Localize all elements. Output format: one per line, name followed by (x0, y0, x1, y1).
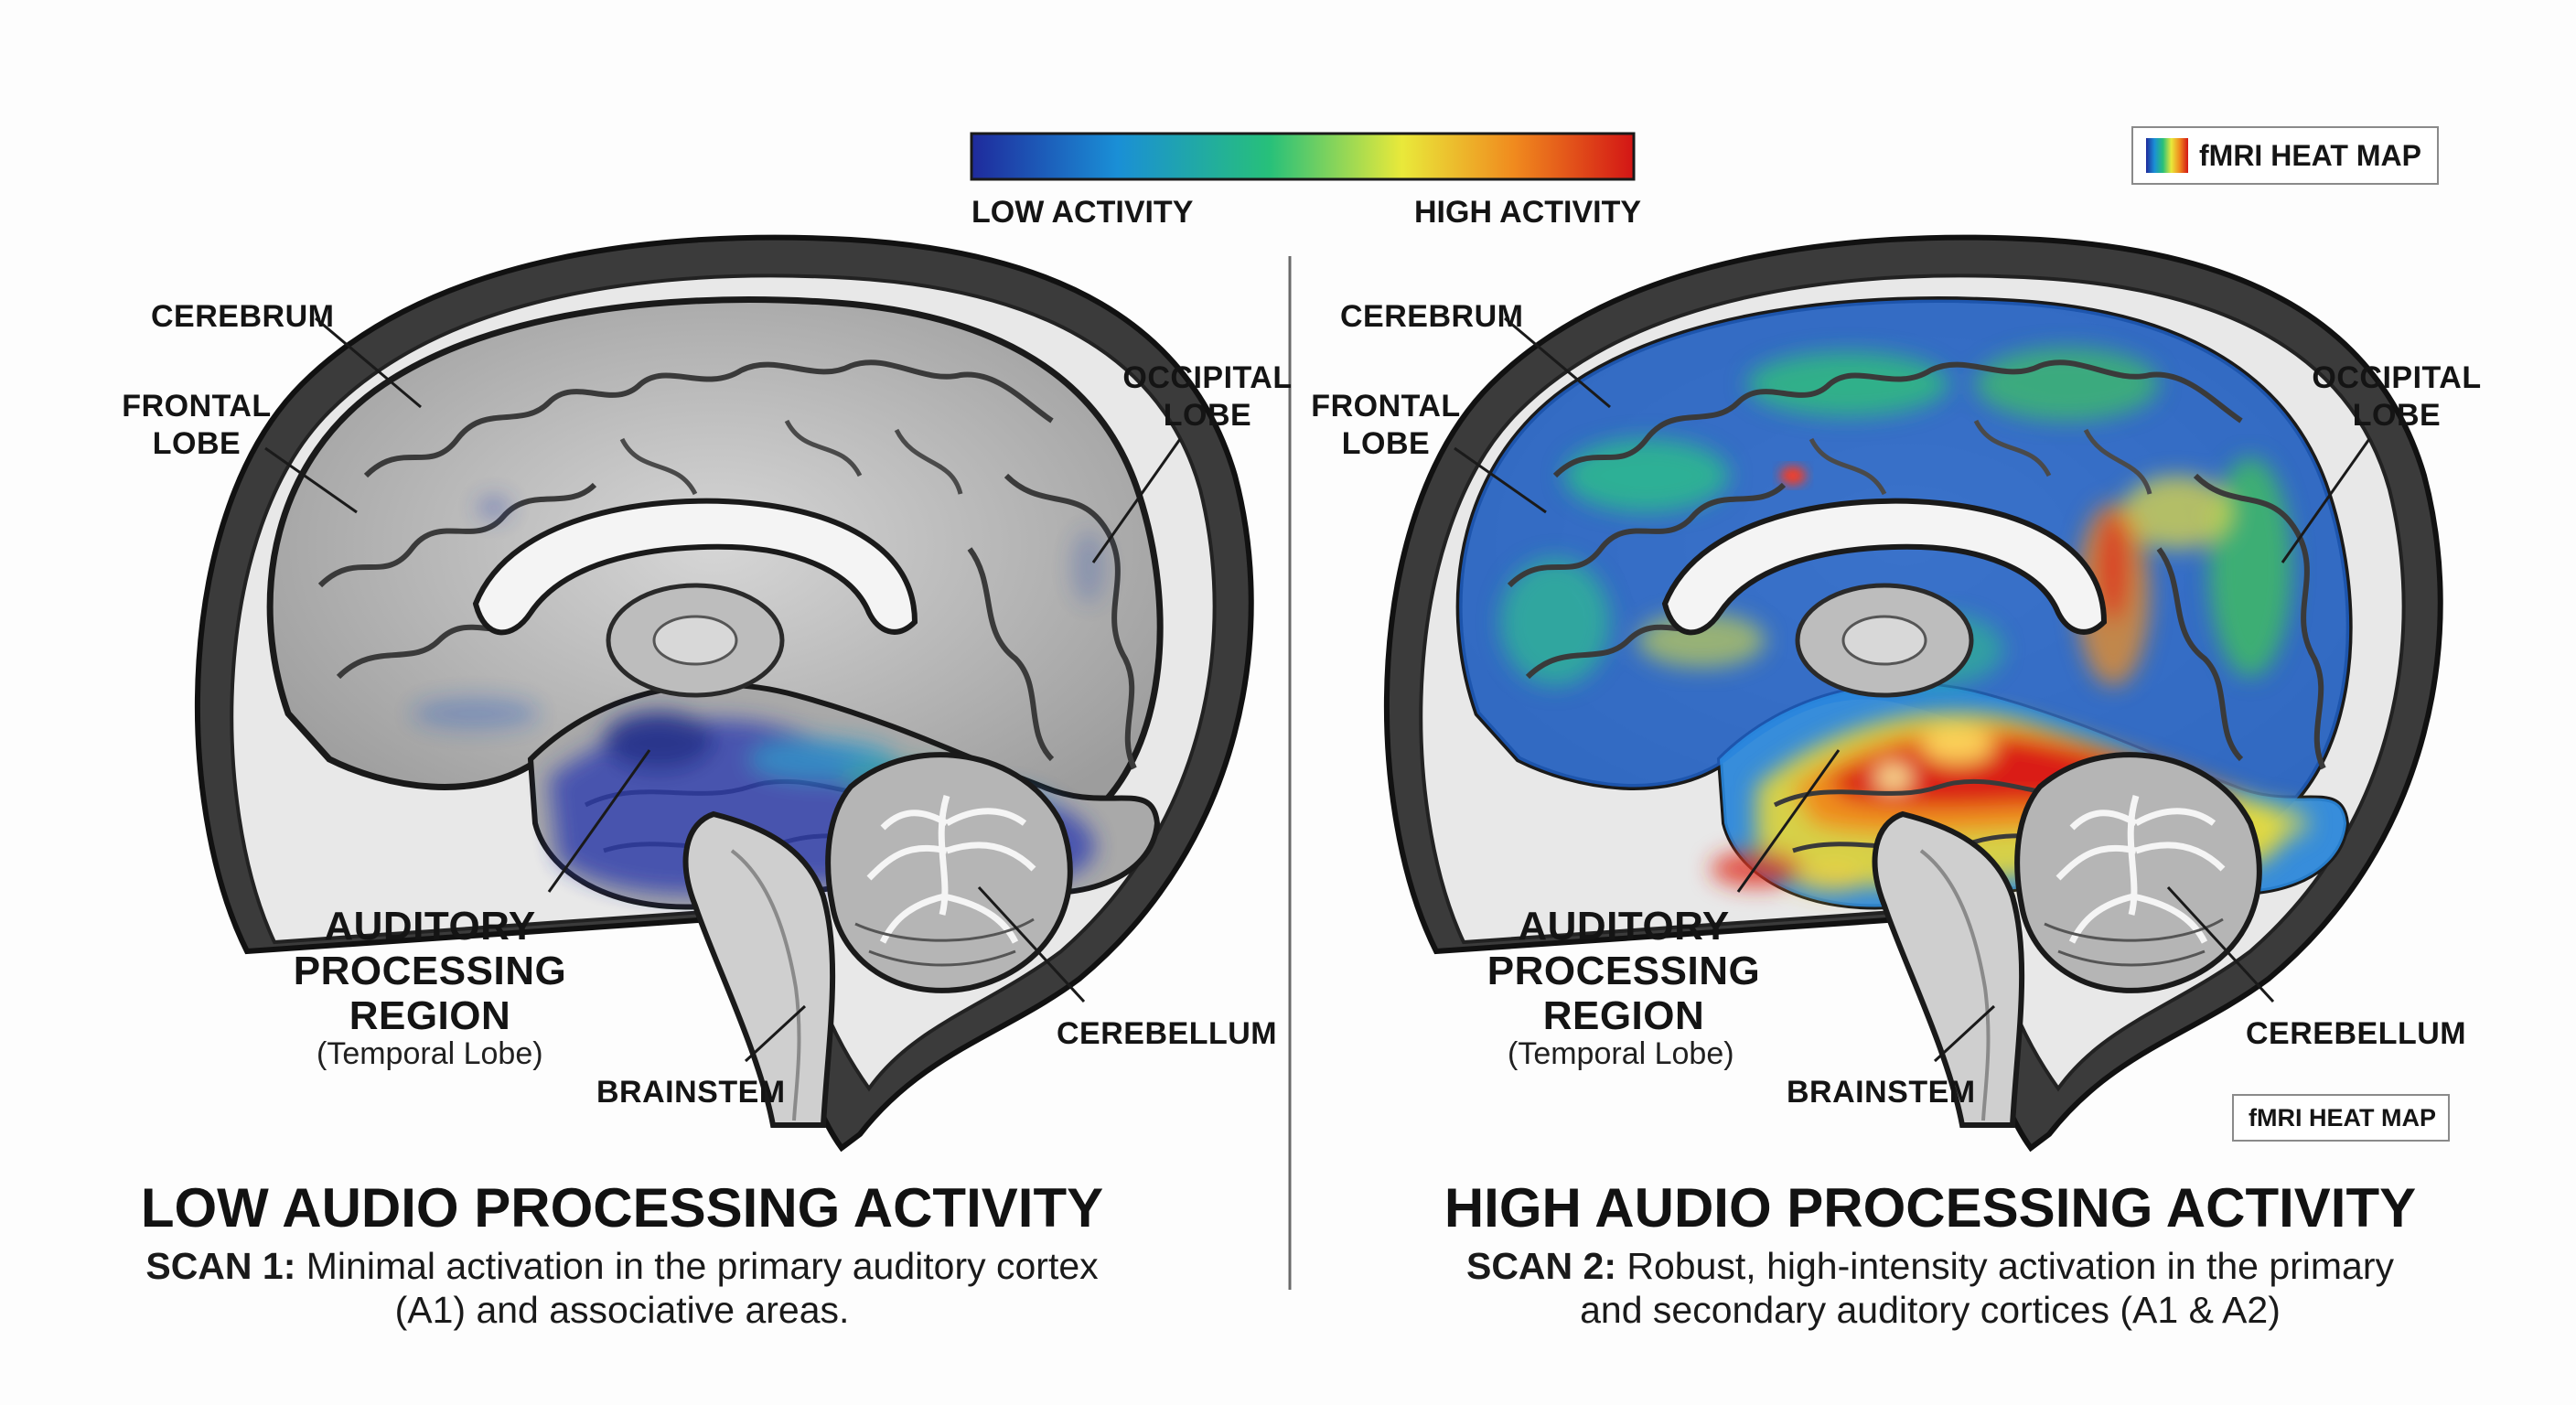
scan2-line-cerebrum (1504, 316, 1611, 409)
scan2-label-occipital-line1: OCCIPITAL (2312, 360, 2482, 395)
scan1-label-temporal-lobe: (Temporal Lobe) (317, 1036, 543, 1071)
scan2-label-temporal-lobe: (Temporal Lobe) (1508, 1036, 1734, 1071)
scan1-line-brainstem (744, 1004, 807, 1063)
scan2-desc-text1: Robust, high-intensity activation in the… (1616, 1245, 2395, 1287)
colorscale-high-label: HIGH ACTIVITY (1414, 195, 1642, 230)
scan2-label-cerebellum: CEREBELLUM (2246, 1016, 2467, 1051)
scan1-line-occipital (1091, 438, 1182, 563)
scan1-label-cerebellum: CEREBELLUM (1057, 1016, 1278, 1051)
scan1-label-frontal-line1: FRONTAL (122, 389, 272, 424)
scan1-label-auditory-line2: PROCESSING (293, 949, 567, 993)
scan2-label-occipital-line2: LOBE (2352, 398, 2442, 433)
scan1-line-auditory (547, 749, 651, 893)
scan1-label-brainstem: BRAINSTEM (596, 1075, 786, 1110)
scan2-label-auditory-line3: REGION (1542, 993, 1705, 1038)
fmri-legend-badge: fMRI HEAT MAP (2131, 126, 2439, 185)
scan1-line-cerebrum (315, 316, 422, 409)
scan2-label-brainstem: BRAINSTEM (1787, 1075, 1976, 1110)
color-gradient-swatch-icon (2146, 138, 2188, 173)
scan1-brain (198, 238, 1251, 1148)
scan2-description-line2: and secondary auditory cortices (A1 & A2… (1580, 1289, 2281, 1331)
scan1-label-auditory-line3: REGION (349, 993, 511, 1038)
scan1-label-cerebrum: CEREBRUM (151, 299, 335, 334)
scan1-leader-lines (264, 316, 1182, 1063)
scan2-leader-lines (1454, 316, 2371, 1063)
scan1-label-auditory-line1: AUDITORY (324, 904, 536, 949)
scan2-line-brainstem (1933, 1004, 1996, 1063)
scan1-line-cerebellum (977, 885, 1086, 1003)
scan1-label-occipital-line2: LOBE (1163, 398, 1252, 433)
scan2-label-auditory-region: AUDITORY PROCESSING REGION (1477, 904, 1770, 1038)
scan2-line-frontal (1454, 446, 1547, 514)
scan1-label-frontal-line2: LOBE (152, 426, 242, 461)
fmri-legend-badge-text: fMRI HEAT MAP (2199, 139, 2421, 172)
scan1-line-frontal (264, 446, 358, 514)
scan2-label-frontal-line1: FRONTAL (1311, 389, 1461, 424)
scan2-label-cerebrum: CEREBRUM (1340, 299, 1524, 334)
scan2-line-occipital (2281, 438, 2371, 563)
scan1-desc-text1: Minimal activation in the primary audito… (295, 1245, 1099, 1287)
scan2-brain (1387, 238, 2441, 1148)
scan1-description-line2: (A1) and associative areas. (394, 1289, 850, 1331)
scan2-prefix: SCAN 2: (1465, 1245, 1616, 1287)
fmri-legend-badge-small: fMRI HEAT MAP (2232, 1094, 2450, 1142)
scan1-prefix: SCAN 1: (145, 1245, 296, 1287)
scan1-label-frontal-lobe: FRONTAL LOBE (119, 388, 274, 463)
colorscale-bar (970, 132, 1636, 181)
scan2-label-auditory-line2: PROCESSING (1487, 949, 1761, 993)
colorscale-low-label: LOW ACTIVITY (971, 195, 1194, 230)
scan1-label-occipital-lobe: OCCIPITAL LOBE (1116, 359, 1299, 434)
fmri-legend-badge-small-text: fMRI HEAT MAP (2249, 1104, 2436, 1132)
scan1-description-line1: SCAN 1: Minimal activation in the primar… (101, 1244, 1143, 1288)
scan2-title: HIGH AUDIO PROCESSING ACTIVITY (1444, 1177, 2417, 1239)
scan2-label-frontal-lobe: FRONTAL LOBE (1308, 388, 1464, 463)
scan1-label-auditory-region: AUDITORY PROCESSING REGION (284, 904, 576, 1038)
scan2-label-occipital-lobe: OCCIPITAL LOBE (2305, 359, 2488, 434)
scan2-line-auditory (1736, 749, 1841, 893)
scan2-line-cerebellum (2166, 885, 2275, 1003)
scan1-label-occipital-line1: OCCIPITAL (1122, 360, 1293, 395)
scan2-label-frontal-line2: LOBE (1341, 426, 1431, 461)
scan2-description-line1: SCAN 2: Robust, high-intensity activatio… (1381, 1244, 2479, 1288)
scan1-title: LOW AUDIO PROCESSING ACTIVITY (140, 1177, 1104, 1239)
scan2-label-auditory-line1: AUDITORY (1518, 904, 1730, 949)
